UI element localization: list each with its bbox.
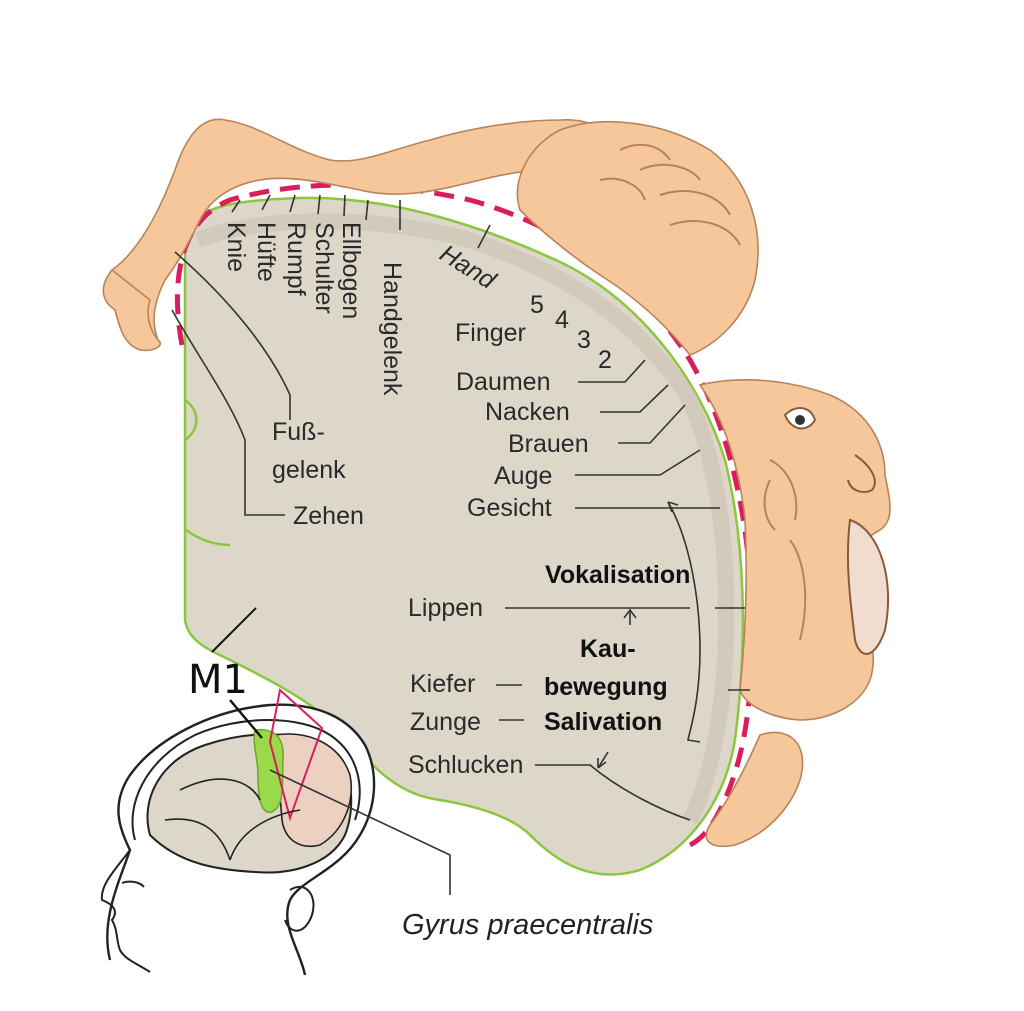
leader-zehen [171, 309, 285, 516]
m1-leader-bottom [229, 699, 263, 739]
m1-leader-top [211, 607, 257, 653]
label-ellbogen: Ellbogen [337, 222, 365, 319]
gyrus-leader [269, 769, 451, 895]
face-pupil [795, 415, 805, 425]
face-nose [847, 454, 876, 493]
inset-section-plane [268, 688, 324, 822]
label-m1: M1 [188, 657, 248, 703]
inset-ear [284, 885, 315, 932]
label-kau-2: bewegung [544, 673, 668, 701]
label-auge: Auge [494, 462, 552, 490]
leader-fuss [174, 251, 291, 420]
label-finger: Finger [455, 319, 526, 347]
gray-matter-band [195, 213, 735, 824]
face-wrinkles [763, 459, 807, 641]
face-mouth [846, 518, 889, 655]
label-lippen: Lippen [408, 594, 483, 622]
label-fuss-1: Fuß- [272, 418, 325, 446]
dashed-cortex-line [174, 182, 755, 848]
arrow-down-left [597, 751, 609, 769]
label-salivation: Salivation [544, 708, 662, 736]
label-finger-5: 5 [530, 291, 544, 319]
label-daumen: Daumen [456, 368, 551, 396]
inset-head-outline-2 [131, 719, 361, 841]
label-huefte: Hüfte [252, 222, 280, 282]
inset-face-profile [100, 849, 151, 973]
homunculus-foot [102, 268, 162, 352]
finger-creases [599, 143, 741, 246]
arrow-up [623, 608, 637, 625]
label-rumpf: Rumpf [282, 222, 310, 296]
inset-m1-region [253, 728, 284, 813]
sulcus-notch-2 [185, 528, 231, 547]
label-schulter: Schulter [310, 222, 338, 314]
label-knie: Knie [222, 222, 250, 272]
label-handgelenk: Handgelenk [378, 262, 406, 396]
inset-sulci [164, 778, 301, 861]
label-finger-3: 3 [577, 326, 591, 354]
label-schlucken: Schlucken [408, 751, 523, 779]
leader-schlucken [535, 764, 691, 821]
label-finger-4: 4 [555, 306, 569, 334]
label-brauen: Brauen [508, 430, 589, 458]
label-nacken: Nacken [485, 398, 570, 426]
leader-lines-top [231, 194, 401, 230]
label-vokalisation: Vokalisation [545, 561, 690, 589]
leader-kiefer [496, 684, 750, 691]
sulcus-notch [184, 398, 198, 442]
arrow-arc-top [667, 501, 679, 513]
label-zehen: Zehen [293, 502, 364, 530]
label-finger-2: 2 [598, 346, 612, 374]
label-kau-1: Kau- [580, 635, 636, 663]
homunculus-tongue [705, 731, 804, 847]
label-zunge: Zunge [410, 708, 481, 736]
label-fuss-2: gelenk [272, 456, 346, 484]
label-gyrus: Gyrus praecentralis [402, 909, 653, 941]
leader-hand [477, 224, 491, 249]
homunculus-hand [516, 121, 759, 356]
label-kiefer: Kiefer [410, 670, 475, 698]
arc-vocal [667, 501, 701, 743]
label-gesicht: Gesicht [467, 494, 552, 522]
leader-right [575, 359, 720, 509]
inset-eye [121, 880, 145, 888]
